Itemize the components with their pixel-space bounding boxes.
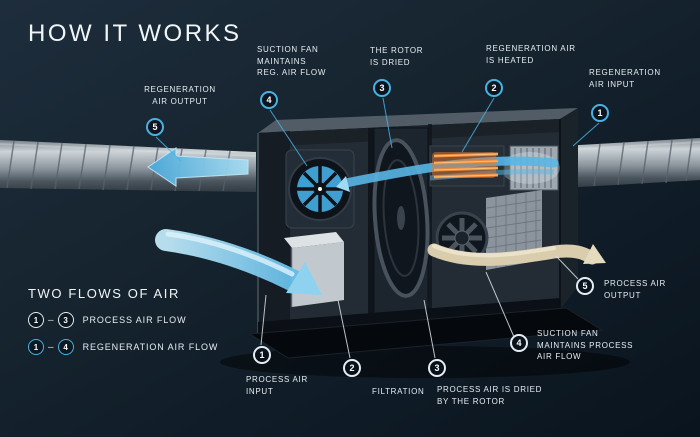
callout-num-process-2: 2 [343,359,361,377]
regeneration-output-arrow [147,147,249,187]
callout-label-suction-fan-reg: SUCTION FAN MAINTAINS REG. AIR FLOW [257,45,327,78]
callout-num-regen-2: 2 [485,79,503,97]
regeneration-fan [285,149,355,229]
callout-label-suction-fan-process: SUCTION FAN MAINTAINS PROCESS AIR FLOW [537,329,634,362]
callout-num-process-5: 5 [576,277,594,295]
callout-label-process-air-input: PROCESS AIR INPUT [246,375,308,396]
rotor [372,127,430,325]
legend-label-process: PROCESS AIR FLOW [82,315,187,325]
callout-label-process-air-output: PROCESS AIR OUTPUT [604,279,666,300]
callout-label-rotor-dried: THE ROTOR IS DRIED [370,46,424,67]
heater [432,152,499,179]
base-plinth [248,307,604,359]
page-title: HOW IT WORKS [28,20,242,47]
callout-label-filtration: FILTRATION [372,387,425,396]
callout-num-process-3: 3 [428,359,446,377]
callout-num-process-4: 4 [510,334,528,352]
cabinet-bottom-band [258,298,560,335]
legend-row-regeneration: 1 – 4 REGENERATION AIR FLOW [28,339,218,355]
legend-dash: – [48,341,54,353]
callout-num-process-1: 1 [253,346,271,364]
legend-row-process: 1 – 3 PROCESS AIR FLOW [28,312,218,328]
right-duct [561,138,700,188]
callout-num-regen-1: 1 [591,104,609,122]
legend-num-regen-to: 4 [57,339,74,355]
legend-label-regeneration: REGENERATION AIR FLOW [82,342,219,352]
process-input-arrow [155,229,322,295]
legend-num-process-from: 1 [28,312,44,328]
callout-num-regen-3: 3 [373,79,391,97]
callout-num-regen-5: 5 [146,118,164,136]
legend-num-regen-from: 1 [28,339,44,355]
callout-label-process-air-dried: PROCESS AIR IS DRIED BY THE ROTOR [437,385,543,406]
legend-num-process-to: 3 [57,312,74,328]
legend-title: TWO FLOWS OF AIR [28,286,180,301]
callout-label-regeneration-air-input: REGENERATION AIR INPUT [589,68,661,89]
callout-label-regeneration-air-output: REGENERATION AIR OUTPUT [144,85,216,106]
legend: TWO FLOWS OF AIR 1 – 3 PROCESS AIR FLOW … [28,286,218,355]
process-output-arrow [427,243,606,266]
legend-dash: – [48,314,54,326]
callout-num-regen-4: 4 [260,91,278,109]
leader-lines [155,97,600,359]
callout-label-regeneration-air-heated: REGENERATION AIR IS HEATED [486,44,576,65]
